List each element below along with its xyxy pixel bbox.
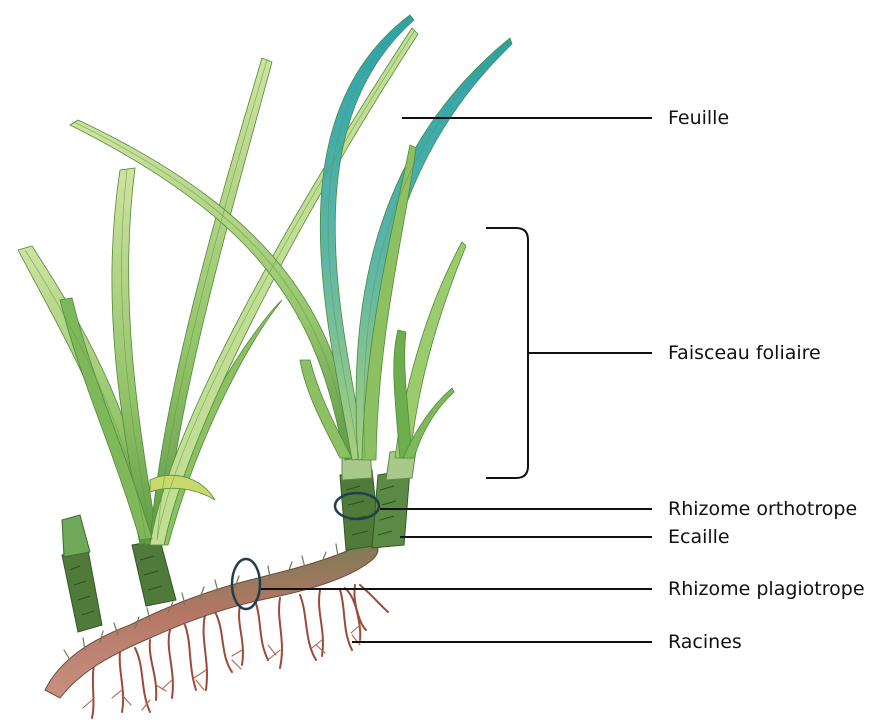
- label-rhizome-plagiotrope: Rhizome plagiotrope: [668, 580, 865, 599]
- label-rhizome-orthotrope: Rhizome orthotrope: [668, 500, 857, 519]
- label-racines: Racines: [668, 633, 742, 652]
- bracket-faisceau: [486, 228, 528, 478]
- label-ecaille: Ecaille: [668, 528, 730, 547]
- label-faisceau-foliaire: Faisceau foliaire: [668, 344, 821, 363]
- label-feuille: Feuille: [668, 109, 729, 128]
